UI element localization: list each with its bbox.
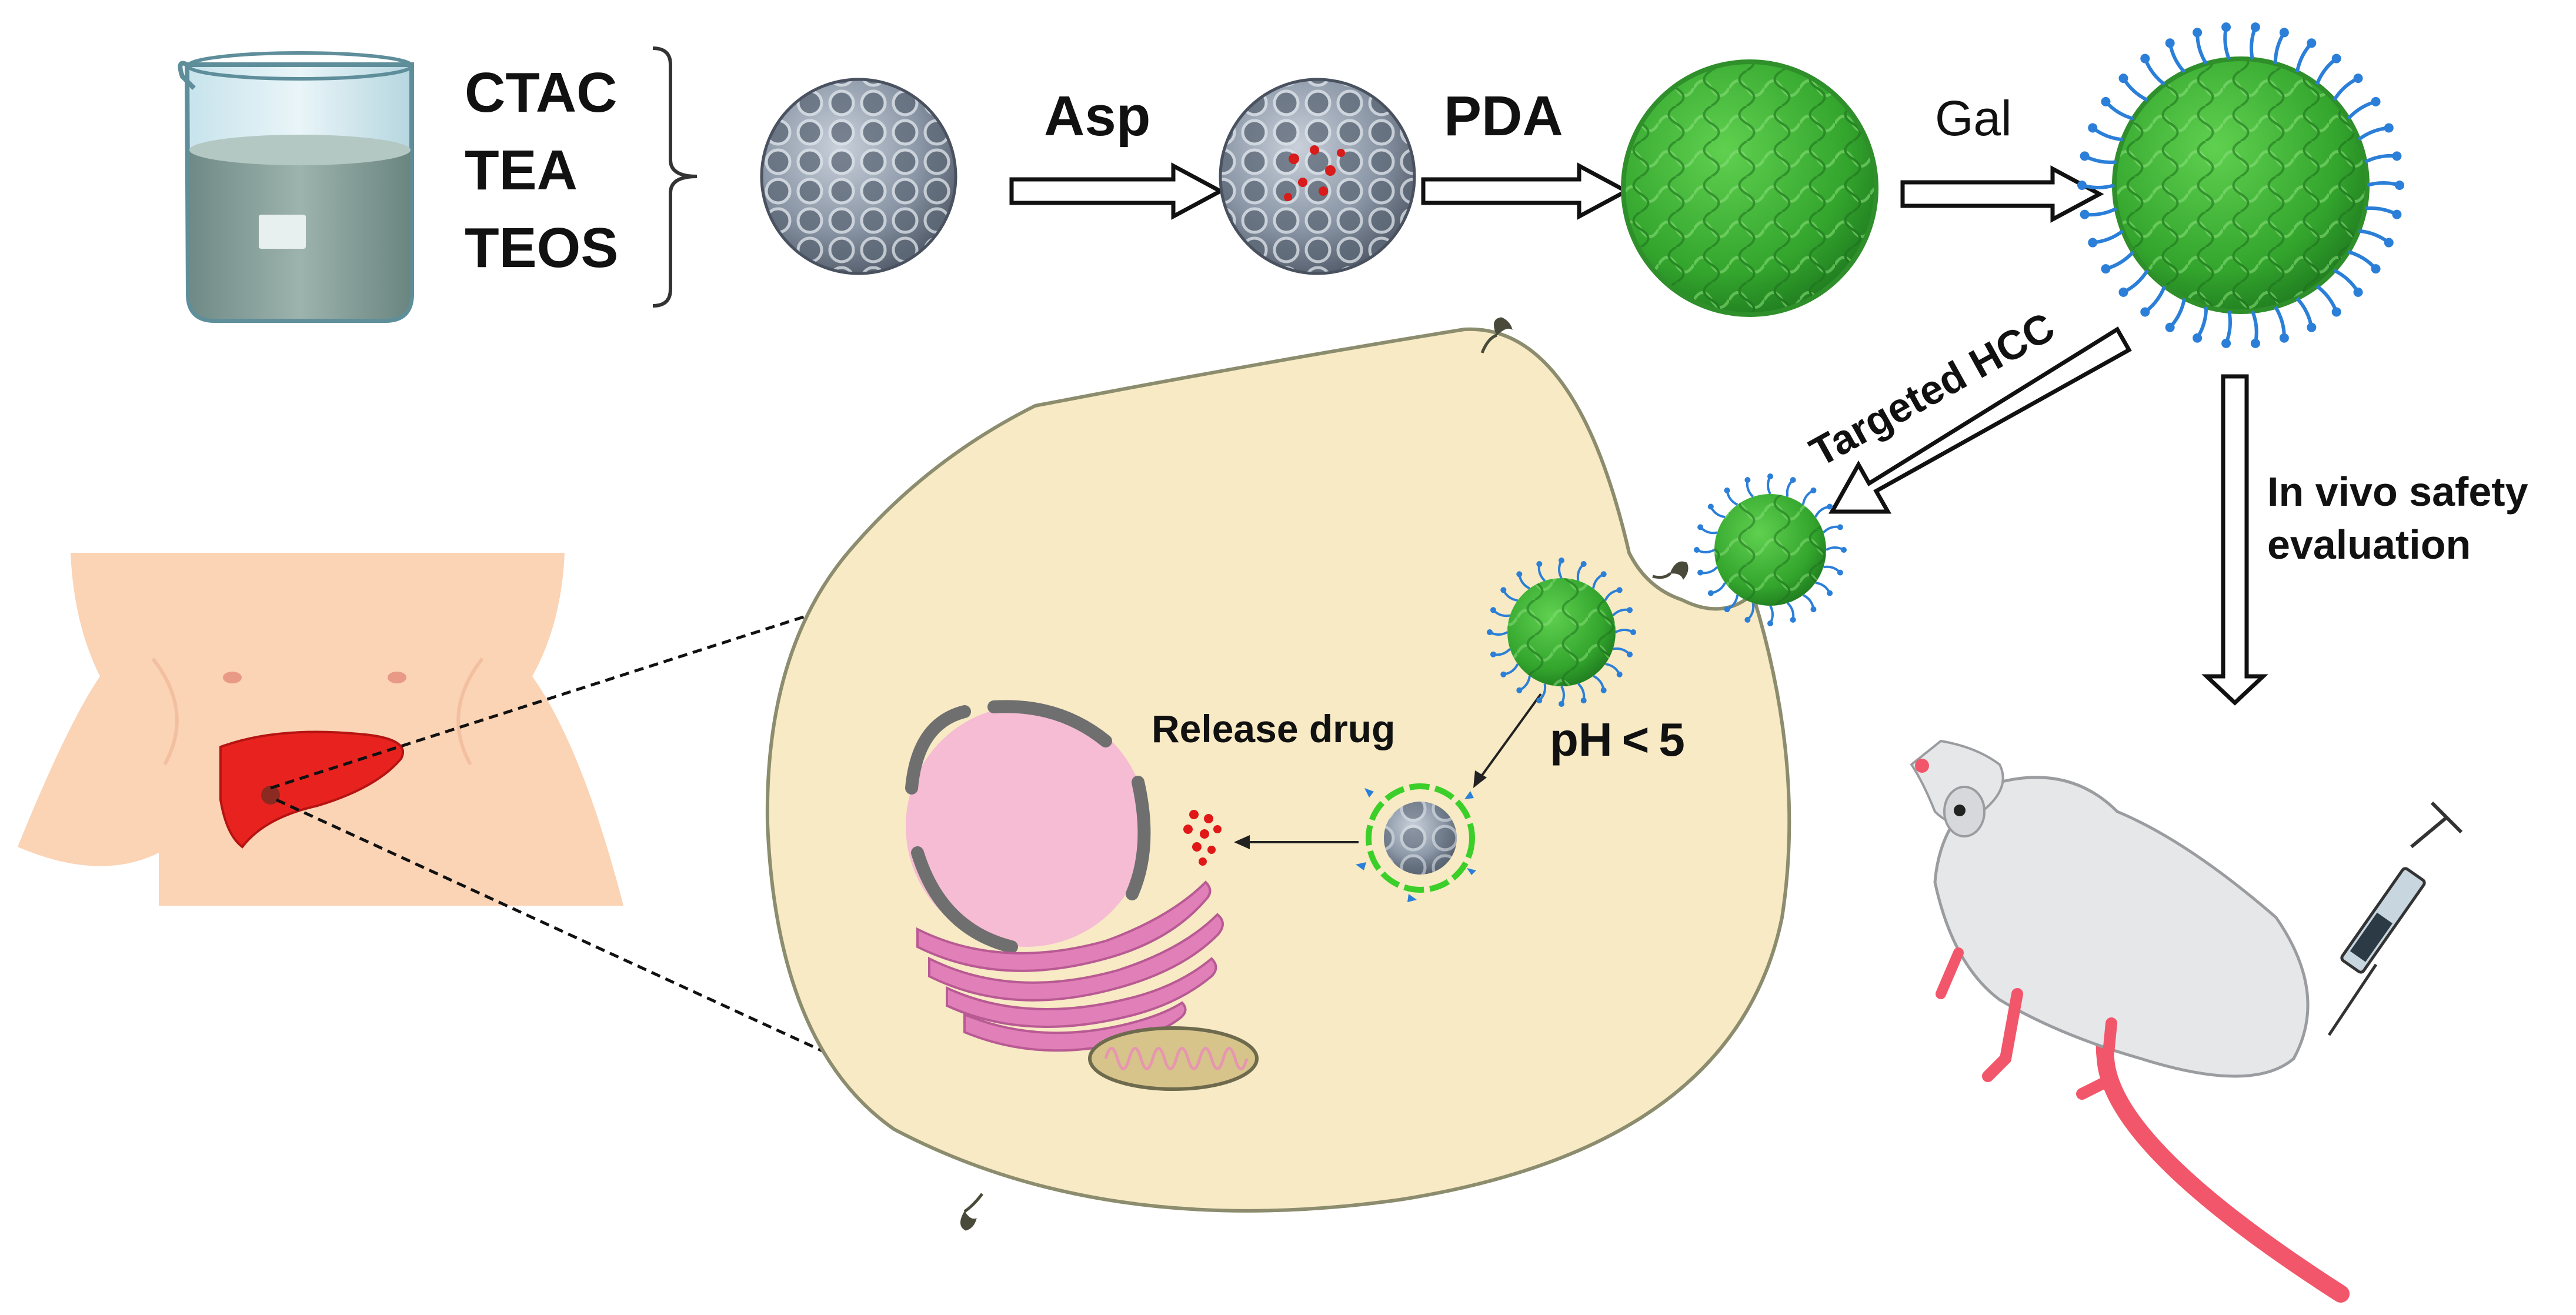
step-label-asp: Asp (1044, 85, 1150, 148)
mitochondrion (1088, 1026, 1259, 1091)
released-drug (1183, 810, 1222, 866)
galactose-functionalized-nanoparticle (2112, 56, 2370, 314)
syringe-icon (2327, 801, 2463, 1036)
process-arrow-1 (1009, 162, 1225, 220)
liver-icon (219, 730, 404, 849)
in-vivo-label-line1: In vivo safety (2267, 469, 2528, 515)
internal-arrow-1 (1473, 693, 1542, 788)
nucleus (905, 700, 1151, 953)
targeting-arrow (1828, 326, 2132, 514)
zoom-line-upper (270, 607, 830, 790)
release-drug-label: Release drug (1152, 707, 1396, 750)
step-label-gal: Gal (1935, 91, 2012, 146)
reagent-tea: TEA (465, 139, 578, 202)
nanoparticle-binding (1714, 494, 1826, 606)
pda-coated-nanoparticle (1621, 59, 1878, 317)
ph-label: pH < 5 (1550, 713, 1685, 766)
reagent-teos: TEOS (465, 216, 618, 279)
silica-nanoparticle (760, 78, 957, 275)
membrane-receptor-top (1480, 317, 1513, 353)
beaker-icon (178, 51, 414, 323)
zoom-line-lower (275, 798, 827, 1054)
human-torso-icon (18, 553, 623, 906)
in-vivo-arrow (2201, 374, 2268, 706)
degrading-nanoparticle (1356, 783, 1476, 902)
mouse-icon (1910, 739, 2350, 1303)
in-vivo-label-line2: evaluation (2267, 522, 2471, 568)
membrane-receptor-bottom (960, 1193, 983, 1231)
membrane-receptor-notch (1652, 561, 1689, 580)
process-arrow-3 (1900, 165, 2104, 223)
reagent-ctac: CTAC (465, 61, 618, 124)
reagent-brace (652, 46, 698, 308)
galactose-ligands (1487, 22, 2404, 707)
process-arrow-2 (1421, 162, 1631, 220)
nanoparticle-internalized (1507, 578, 1616, 686)
step-label-pda: PDA (1444, 85, 1563, 148)
internal-arrow-2 (1234, 835, 1359, 849)
drug-loaded-nanoparticle (1219, 78, 1416, 275)
